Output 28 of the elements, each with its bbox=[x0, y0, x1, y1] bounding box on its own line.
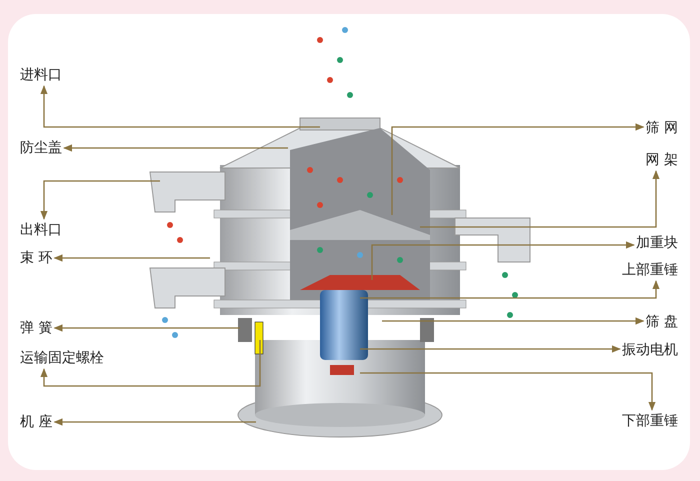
part-label: 下部重锤 bbox=[622, 412, 678, 430]
part-label: 出料口 bbox=[20, 221, 62, 239]
part-label: 筛 盘 bbox=[646, 313, 678, 331]
part-label: 振动电机 bbox=[622, 341, 678, 359]
leader-line bbox=[40, 85, 320, 128]
leader-line bbox=[40, 340, 261, 387]
part-label: 网 架 bbox=[646, 151, 678, 169]
leader-line bbox=[54, 254, 210, 262]
leader-line bbox=[54, 324, 240, 332]
leader-line bbox=[54, 418, 256, 426]
part-label: 筛 网 bbox=[646, 119, 678, 137]
part-label: 弹 簧 bbox=[20, 319, 52, 337]
part-label: 束 环 bbox=[20, 249, 52, 267]
part-label: 防尘盖 bbox=[20, 139, 62, 157]
part-label: 进料口 bbox=[20, 66, 62, 84]
part-label: 运输固定螺栓 bbox=[20, 349, 104, 367]
part-label: 上部重锤 bbox=[622, 261, 678, 279]
leader-line bbox=[382, 317, 644, 325]
leader-line bbox=[40, 180, 160, 220]
part-label: 机 座 bbox=[20, 413, 52, 431]
leader-line bbox=[63, 144, 288, 152]
leader-line bbox=[420, 170, 660, 228]
leader-line bbox=[360, 345, 621, 353]
leader-line bbox=[360, 372, 656, 411]
leader-line bbox=[371, 241, 635, 280]
leader-line bbox=[360, 280, 660, 299]
part-label: 加重块 bbox=[636, 234, 678, 252]
leader-line bbox=[391, 123, 644, 215]
